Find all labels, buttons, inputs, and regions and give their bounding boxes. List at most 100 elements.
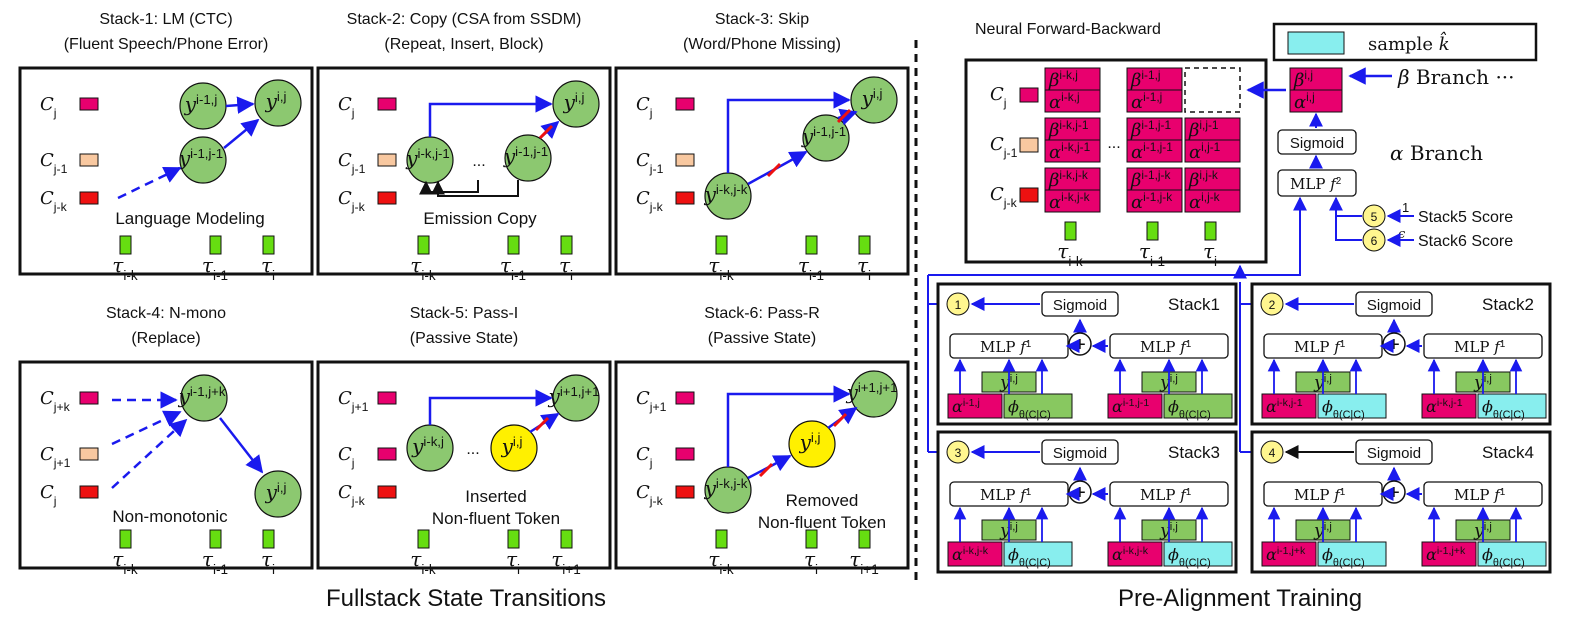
stack-annotation: Inserted (465, 487, 526, 506)
score-number: 6 (1371, 234, 1378, 248)
score6-label: Stack6 Score (1418, 233, 1513, 250)
tau-chip (417, 235, 430, 255)
alpha-cell (1044, 189, 1101, 213)
row-label: Cj-k (636, 188, 664, 214)
beta-label: βi-1,j (1130, 68, 1161, 91)
tau-chip (560, 529, 573, 549)
stack-subtitle: (Repeat, Insert, Block) (384, 36, 543, 53)
caption-left: Fullstack State Transitions (326, 585, 606, 612)
state-node-label: yi-k,j-k (704, 182, 748, 207)
alpha-label: αi-k,j-1 (1266, 397, 1303, 416)
tau-chip (119, 235, 132, 255)
row-label: Cj-k (338, 188, 366, 214)
beta-label: βi,j (1293, 68, 1313, 91)
tau-label: τi (1203, 239, 1217, 269)
state-node (850, 76, 898, 124)
token-chip (377, 191, 397, 205)
nonmono-arrow (111, 410, 182, 446)
stack-module-title: Stack3 (1168, 443, 1220, 462)
stack-annotation: Non-fluent Token (432, 509, 560, 528)
phi-label: ϕθ(C|C) (1168, 545, 1211, 569)
row-label: Cj+1 (40, 444, 71, 470)
token-chip (79, 191, 99, 205)
empty-cell (1184, 67, 1241, 113)
mlp-label: MLP f2 (1290, 175, 1341, 193)
beta-label: βi,j-1 (1188, 118, 1219, 141)
y-label: yi,j (999, 373, 1018, 393)
transition-arrow (223, 118, 260, 149)
phi-cell (1317, 393, 1387, 419)
y-label: yi,j (1159, 521, 1178, 541)
state-node (180, 374, 228, 422)
alpha-label: αi-1,j (1131, 90, 1162, 113)
alpha-label: αi,j-k (1189, 190, 1220, 213)
state-node-label: yi,j (861, 86, 883, 111)
alpha-cell (1107, 541, 1163, 567)
tau-chip (507, 235, 520, 255)
alpha-label: αi-k,j (1049, 90, 1080, 113)
tau-label: τi-1 (500, 253, 526, 283)
state-node-label: yi-k,j-1 (405, 146, 450, 171)
transition-arrow (726, 385, 851, 467)
alpha-label: αi-1,j (952, 397, 980, 416)
tau-chip (417, 529, 430, 549)
stack-subtitle: (Replace) (131, 330, 200, 347)
stack-subtitle: (Fluent Speech/Phone Error) (64, 36, 269, 53)
stack-annotation: Emission Copy (423, 209, 537, 228)
mlp-label: MLP f1 (1294, 338, 1346, 356)
alpha-cell (1044, 89, 1101, 113)
state-node-label: yi-1,j (184, 92, 218, 117)
stack-subtitle: (Passive State) (708, 330, 816, 347)
mlp-label: MLP f1 (980, 338, 1032, 356)
removed-node (788, 420, 836, 468)
mlp-box (1423, 333, 1543, 359)
phi-label: ϕθ(C|C) (1482, 397, 1525, 421)
tau-label: τi (804, 547, 818, 577)
alpha-label: αi,j-1 (1189, 140, 1221, 163)
alpha-label: αi,j (1294, 90, 1315, 113)
token-chip (79, 447, 99, 461)
stack-annotation: Non-monotonic (112, 507, 228, 526)
stack-module-title: Stack1 (1168, 295, 1220, 314)
token-chip (79, 153, 99, 167)
stack-title: Stack-3: Skip (715, 11, 809, 28)
mlp-box (1277, 169, 1357, 197)
state-node-label: yi,j (265, 89, 287, 114)
transition-arrow (219, 417, 264, 474)
score-circle (946, 440, 970, 464)
state-node-label: yi-k,j (411, 434, 444, 459)
alpha-label: αi-1,j-1 (1131, 140, 1173, 163)
tau-label: τi-k (410, 547, 436, 577)
sigmoid-label: Sigmoid (1053, 445, 1107, 462)
mlp-label: MLP f1 (1140, 486, 1192, 504)
stack-title: Stack-5: Pass-I (410, 305, 518, 322)
token-chip (675, 97, 695, 111)
sigmoid-box (1355, 291, 1433, 317)
token-chip (1019, 187, 1039, 203)
phi-label: ϕθ(C|C) (1168, 397, 1211, 421)
plus-sign: + (1074, 482, 1086, 504)
row-label: Cj-k (338, 482, 366, 508)
tau-label: τi (261, 253, 275, 283)
tau-label: τi-1 (1139, 239, 1165, 269)
beta-label: βi,j-k (1188, 168, 1218, 191)
row-label: Cj (990, 84, 1007, 110)
mlp-box (1109, 481, 1229, 507)
tau-label: τi (261, 547, 275, 577)
tau-chip (119, 529, 132, 549)
state-node (504, 134, 552, 182)
ellipsis: ... (466, 441, 479, 458)
plus-sign: + (1074, 334, 1086, 356)
feed-arrow (928, 196, 1307, 276)
alpha-cell (1184, 139, 1241, 163)
sigmoid-label: Sigmoid (1367, 445, 1421, 462)
phi-cell (1163, 393, 1233, 419)
row-label: Cj+1 (338, 388, 369, 414)
mlp-label: MLP f1 (1454, 338, 1506, 356)
y-label: yi,j (1159, 373, 1178, 393)
sigmoid-box (1277, 129, 1357, 155)
mlp-label: MLP f1 (980, 486, 1032, 504)
score-number: 4 (1269, 446, 1276, 460)
phi-cell (1477, 393, 1547, 419)
tau-label: τi-k (112, 547, 138, 577)
